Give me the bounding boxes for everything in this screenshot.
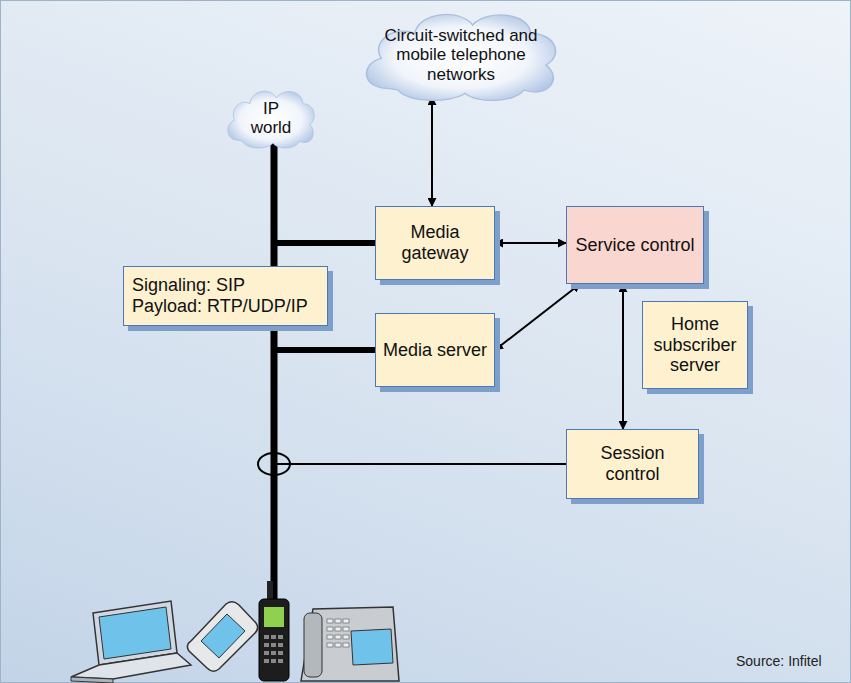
box-label: Signaling: SIP: [132, 275, 245, 296]
network-cloud: Circuit-switched and mobile telephone ne…: [356, 5, 566, 105]
process-box: Session control: [566, 429, 699, 499]
box-label: Session control: [573, 443, 692, 484]
mobile-phone-icon: [259, 581, 289, 681]
pda-icon: [187, 602, 257, 672]
laptop-icon: [71, 601, 191, 683]
cloud-shape: [367, 14, 556, 100]
box-label: Media server: [383, 340, 487, 361]
process-box: Signaling: SIPPayload: RTP/UDP/IP: [123, 266, 328, 326]
box-label: Payload: RTP/UDP/IP: [132, 296, 308, 317]
process-box: Home subscriber server: [642, 301, 748, 389]
connector-arrow: [495, 242, 566, 244]
cloud-shape: [228, 91, 314, 148]
desk-phone-icon: [301, 607, 399, 681]
process-box: Service control: [566, 206, 704, 284]
source-note: Source: Infitel: [736, 653, 822, 669]
box-label: Media gateway: [382, 222, 488, 263]
cloud-label: IP world: [245, 99, 297, 137]
connector-arrow: [622, 284, 624, 429]
connector-arrow: [431, 97, 433, 206]
process-box: Media server: [375, 313, 495, 387]
process-box: Media gateway: [375, 206, 495, 280]
connector-arrow: [495, 284, 580, 350]
network-cloud: IP world: [223, 85, 319, 151]
box-label: Service control: [575, 235, 694, 256]
bus-link: [274, 145, 375, 243]
box-label: Home subscriber server: [649, 314, 741, 376]
cloud-label: Circuit-switched and mobile telephone ne…: [370, 26, 552, 83]
